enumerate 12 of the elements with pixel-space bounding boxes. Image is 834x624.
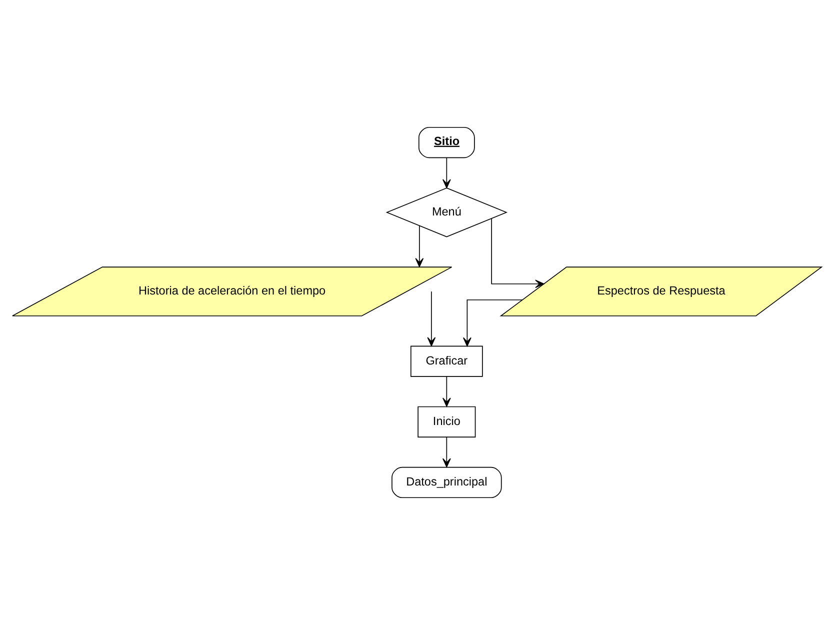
arrow	[491, 218, 544, 288]
arrow	[462, 298, 523, 346]
node-box: Sitio	[418, 126, 475, 158]
arrow	[427, 290, 436, 346]
node-box: Datos_principal	[392, 466, 502, 498]
node-box: Inicio	[418, 406, 476, 437]
arrow	[442, 436, 451, 467]
arrow	[442, 156, 451, 188]
node-diamond: Menú	[386, 187, 508, 237]
node-box: Graficar	[410, 345, 483, 376]
arrow	[442, 376, 451, 406]
arrow	[415, 224, 424, 267]
